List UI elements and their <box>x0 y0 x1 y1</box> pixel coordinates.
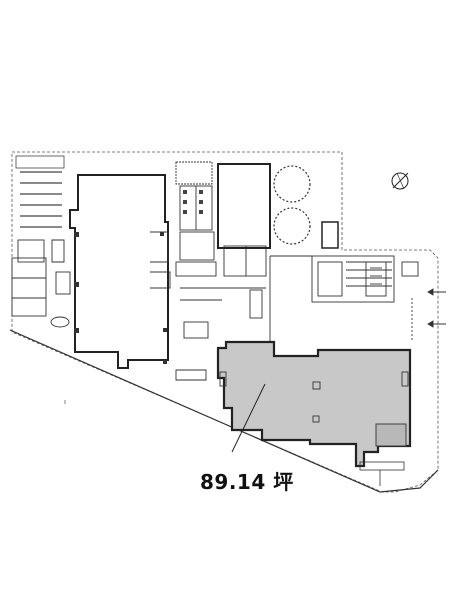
left-rooms <box>11 239 71 328</box>
left-block-columns <box>74 232 167 364</box>
water-tanks <box>273 165 311 245</box>
toilet-fixtures <box>183 190 203 214</box>
parking-area <box>15 155 65 228</box>
mechanical-room <box>217 163 271 249</box>
right-stair-area <box>269 255 419 344</box>
leader-line <box>231 383 266 453</box>
left-building-block <box>69 174 169 369</box>
entrance-arrows <box>411 288 446 340</box>
shaft <box>321 221 339 249</box>
site-boundary <box>9 151 439 493</box>
north-arrow-icon <box>391 172 409 190</box>
lower-right-details <box>359 461 405 486</box>
floor-area-label: 89.14 坪 <box>200 470 294 494</box>
central-core <box>150 161 267 381</box>
leasable-area <box>216 340 412 468</box>
